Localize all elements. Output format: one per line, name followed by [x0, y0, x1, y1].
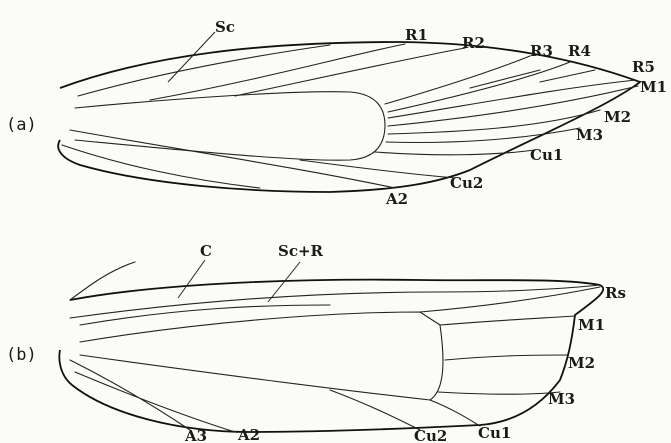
vein-b-r-upper	[80, 305, 330, 325]
vein-a-a2	[70, 130, 395, 188]
label-b-m1: M1	[578, 316, 605, 334]
label-a-r5: R5	[632, 58, 655, 76]
leader-b-c	[178, 260, 205, 298]
label-b-c: C	[200, 242, 212, 260]
wing-a-panel-label: (a)	[6, 115, 37, 135]
vein-a-r3	[385, 56, 530, 104]
label-a-cu1: Cu1	[530, 146, 563, 164]
label-b-a3: A3	[184, 427, 207, 443]
vein-a-r5	[388, 80, 636, 118]
label-b-cu2: Cu2	[414, 427, 447, 443]
label-b-m3: M3	[548, 390, 575, 408]
vein-b-cu1	[430, 400, 480, 426]
wing-a-discal-cell	[75, 92, 385, 161]
leader-a-sc	[168, 32, 215, 82]
label-a-a2: A2	[385, 190, 408, 208]
label-a-sc: Sc	[215, 18, 235, 36]
label-b-a2: A2	[237, 426, 260, 443]
vein-b-cu2	[330, 390, 420, 430]
wing-a-outline	[58, 42, 640, 192]
label-a-r2: R2	[462, 34, 485, 52]
wing-b	[59, 260, 603, 432]
label-a-m2: M2	[604, 108, 631, 126]
vein-a-r4	[388, 62, 570, 112]
vein-a-r2	[235, 48, 465, 96]
vein-a-r1	[150, 44, 405, 100]
label-b-m2: M2	[568, 354, 595, 372]
vein-a-cu2	[300, 160, 455, 178]
wing-b-panel-label: (b)	[6, 345, 37, 365]
label-a-cu2: Cu2	[450, 174, 483, 192]
label-a-r1: R1	[405, 26, 428, 44]
label-b-rs: Rs	[605, 284, 626, 302]
label-a-r3: R3	[530, 42, 553, 60]
vein-b-m2	[445, 355, 568, 360]
vein-b-m1	[440, 316, 575, 325]
label-b-scr: Sc+R	[278, 242, 324, 260]
label-a-m1: M1	[640, 78, 667, 96]
vein-b-m3	[438, 392, 560, 394]
label-a-m3: M3	[576, 126, 603, 144]
vein-a-cross	[470, 70, 595, 88]
wing-b-discal-cell	[80, 312, 443, 400]
label-b-cu1: Cu1	[478, 424, 511, 442]
label-a-r4: R4	[568, 42, 591, 60]
